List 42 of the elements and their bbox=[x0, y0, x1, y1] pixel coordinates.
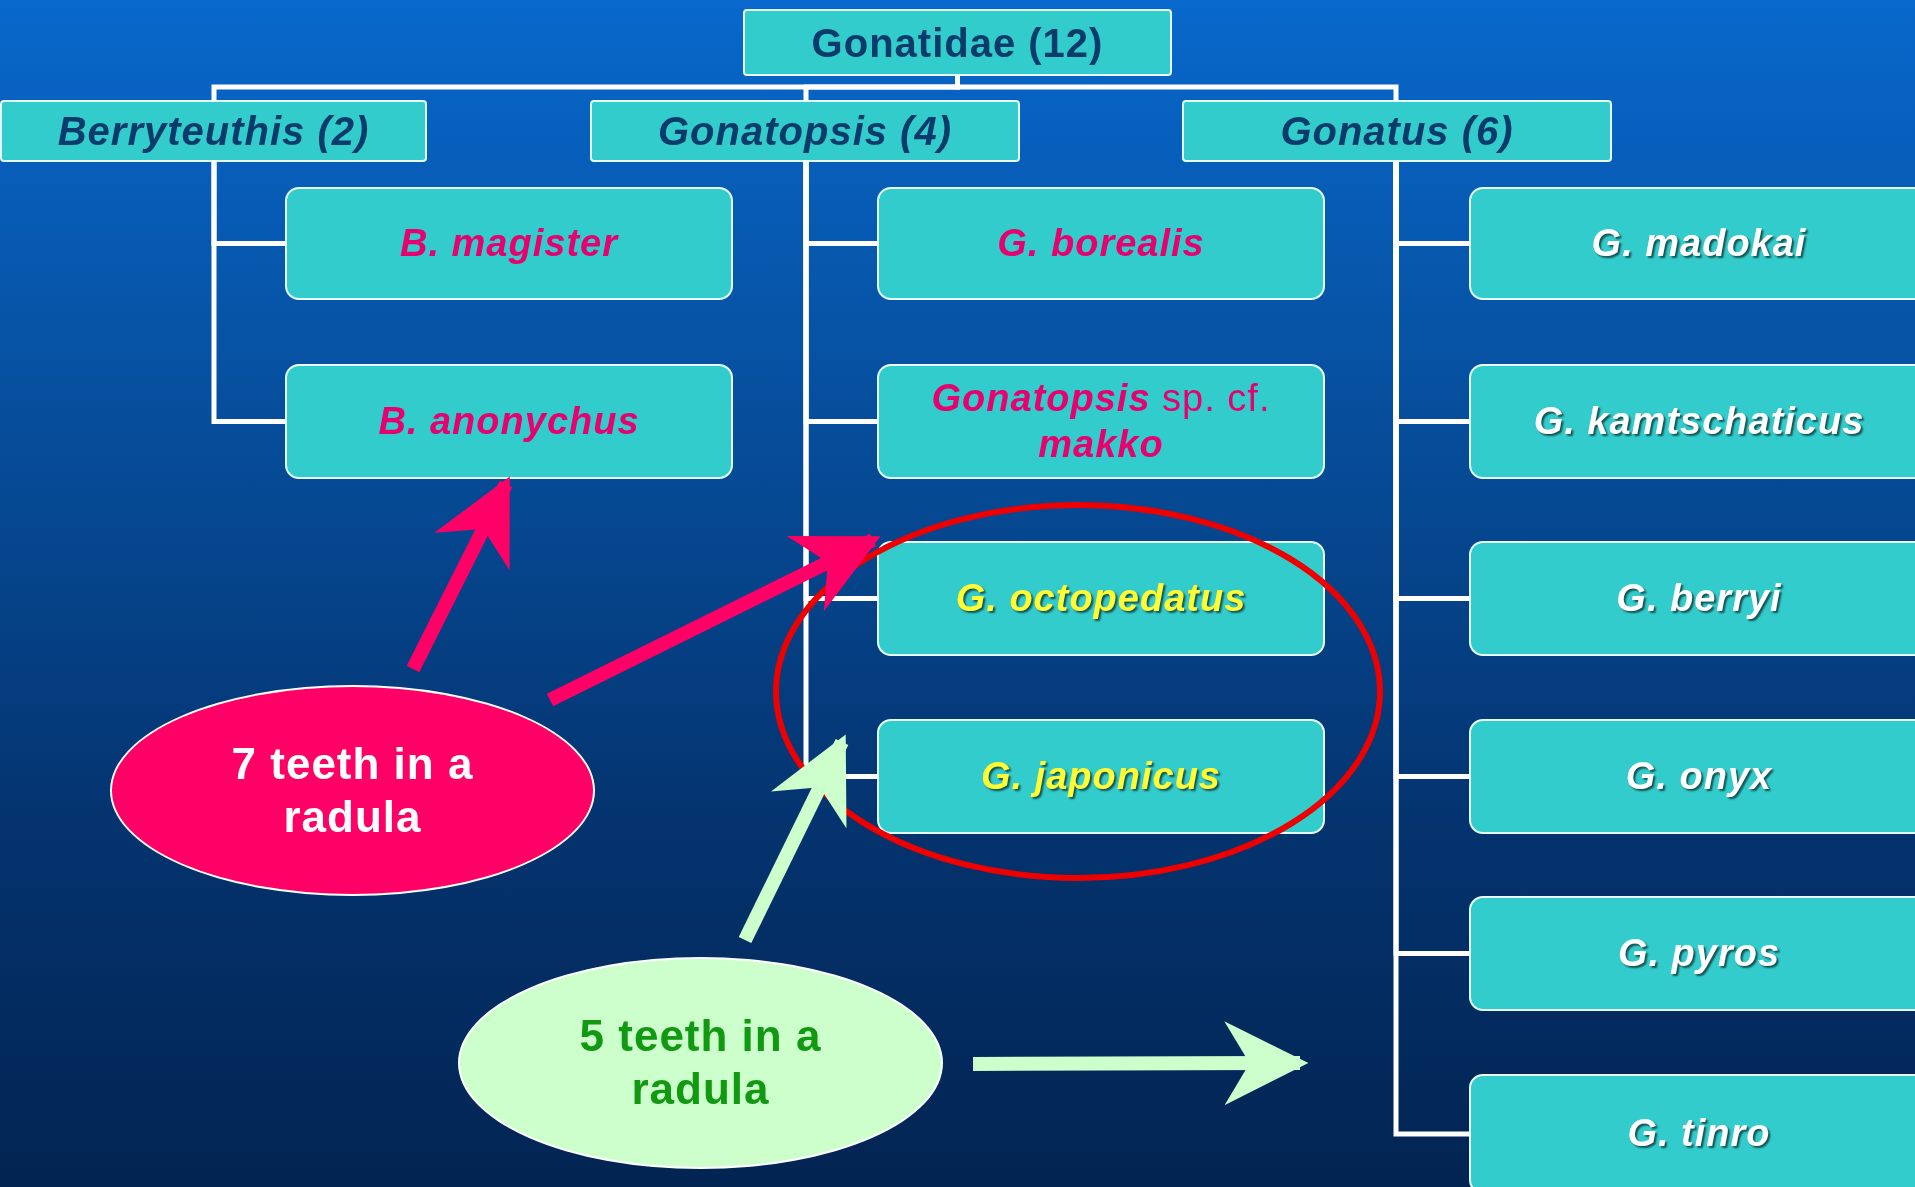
taxon-name: Gonatidae (12) bbox=[811, 19, 1104, 67]
arrow bbox=[738, 734, 849, 944]
species-name: B. magister bbox=[400, 220, 618, 266]
species-box bbox=[285, 187, 733, 300]
species-name: G. japonicus bbox=[980, 753, 1221, 799]
species-box bbox=[1469, 541, 1915, 656]
connector-line bbox=[803, 162, 877, 779]
species-box bbox=[877, 541, 1325, 656]
species-name: G. berryi bbox=[1616, 575, 1782, 621]
species-name: G. borealis bbox=[997, 220, 1205, 266]
connector-line bbox=[211, 162, 285, 424]
taxon-name: Gonatus (6) bbox=[1280, 108, 1514, 155]
species-box bbox=[877, 719, 1325, 834]
species-box bbox=[877, 187, 1325, 300]
taxon-header-box bbox=[0, 100, 427, 162]
taxon-header-box bbox=[1182, 100, 1612, 162]
connector-line bbox=[955, 76, 1399, 100]
arrow bbox=[546, 533, 881, 707]
species-name: G. tinro bbox=[1627, 1111, 1771, 1157]
arrow bbox=[972, 1021, 1309, 1106]
species-box bbox=[1469, 187, 1915, 300]
note-text: 7 teeth in a radula bbox=[230, 737, 475, 843]
taxon-name: Gonatopsis (4) bbox=[658, 108, 952, 155]
species-name: G. madokai bbox=[1591, 220, 1807, 266]
species-name: B. anonychus bbox=[378, 398, 640, 444]
species-box bbox=[1469, 719, 1915, 834]
highlight-ellipse bbox=[772, 501, 1384, 882]
arrow bbox=[406, 476, 513, 673]
species-box bbox=[285, 364, 733, 479]
species-box bbox=[1469, 1074, 1915, 1187]
species-name: G. octopedatus bbox=[955, 575, 1247, 621]
taxon-name: Berryteuthis (2) bbox=[57, 108, 370, 155]
species-name: Gonatopsis sp. cf. makko bbox=[930, 375, 1272, 467]
species-name: G. pyros bbox=[1617, 930, 1781, 976]
species-box bbox=[1469, 364, 1915, 479]
species-box bbox=[1469, 896, 1915, 1011]
species-name: G. kamtschaticus bbox=[1533, 398, 1865, 444]
taxon-header-box bbox=[590, 100, 1020, 162]
taxon-header-box bbox=[743, 9, 1172, 76]
species-box bbox=[877, 364, 1325, 479]
note-text: 5 teeth in a radula bbox=[578, 1010, 823, 1115]
species-name: G. onyx bbox=[1625, 753, 1773, 799]
